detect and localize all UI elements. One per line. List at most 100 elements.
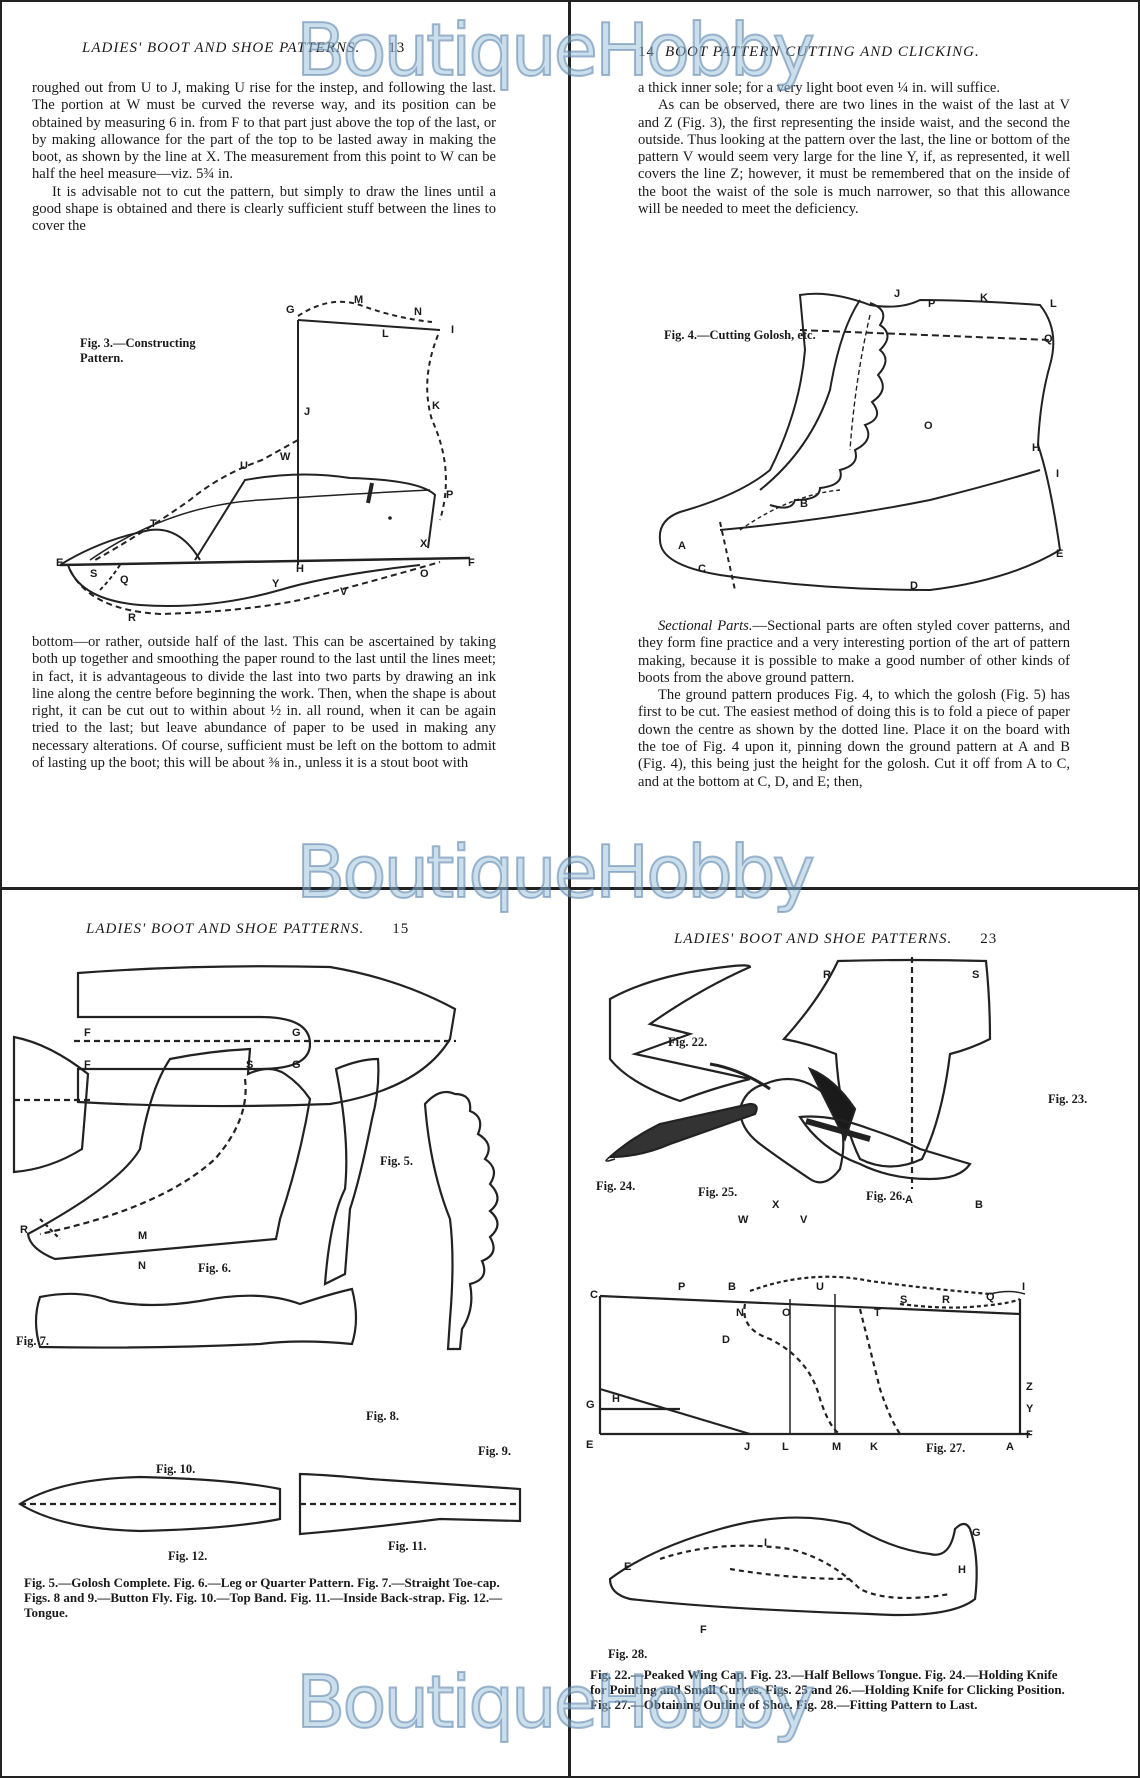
fig27-point-label: Z <box>1026 1381 1033 1393</box>
fig27-point-label: P <box>678 1281 686 1293</box>
fig4-point-label: K <box>980 292 988 304</box>
fig27-point-label: W <box>738 1214 749 1226</box>
paragraph: It is advisable not to cut the pattern, … <box>32 183 496 235</box>
fig5-point-label: F <box>84 1027 91 1039</box>
fig4-point-label: J <box>894 288 901 300</box>
fig3-point-label: Y <box>272 578 280 590</box>
fig4-point-label: H <box>1032 442 1040 454</box>
paragraph: The ground pattern produces Fig. 4, to w… <box>638 687 1070 790</box>
fig28-point-label: H <box>958 1564 966 1576</box>
page-number: 23 <box>980 931 998 947</box>
fig3-point-label: V <box>340 586 348 598</box>
paragraph: bottom—or rather, outside half of the la… <box>32 634 496 772</box>
fig6-point-label: M <box>138 1230 148 1242</box>
page-15: LADIES' BOOT AND SHOE PATTERNS.15 <box>0 889 570 1778</box>
fig6-point-label: R <box>20 1224 28 1236</box>
fig25-label: Fig. 25. <box>698 1185 738 1199</box>
fig5-point-label: G <box>292 1059 301 1071</box>
fig22-label: Fig. 22. <box>668 1035 708 1049</box>
fig9-label: Fig. 9. <box>478 1444 511 1458</box>
fig27-point-label: E <box>586 1439 594 1451</box>
page-number: 13 <box>388 40 406 56</box>
section-title: Sectional Parts. <box>658 618 753 634</box>
fig3-point-label: U <box>240 460 248 472</box>
running-head: LADIES' BOOT AND SHOE PATTERNS. 23 <box>674 931 997 948</box>
page15-figures <box>12 965 522 1536</box>
fig3-point-label: S <box>90 568 98 580</box>
fig3-point-label: L <box>382 328 389 340</box>
fig3-point-label: M <box>354 294 364 306</box>
fig4-point-label: B <box>800 498 808 510</box>
page15-caption: Fig. 5.—Golosh Complete. Fig. 6.—Leg or … <box>24 1575 503 1620</box>
fig27-point-label: J <box>744 1441 751 1453</box>
fig4-caption: Fig. 4.—Cutting Golosh, etc. <box>664 328 816 342</box>
paragraph: As can be observed, there are two lines … <box>638 97 1070 218</box>
fig27-point-label: O <box>782 1307 791 1319</box>
fig4-point-label: I <box>1056 468 1060 480</box>
fig3-point-label: P <box>446 489 454 501</box>
running-head: LADIES' BOOT AND SHOE PATTERNS.15 <box>86 921 409 938</box>
fig4-point-label: Q <box>1044 333 1053 345</box>
fig11-label: Fig. 11. <box>388 1539 427 1553</box>
fig28-point-label: E <box>624 1561 632 1573</box>
fig27-point-label: H <box>612 1393 620 1405</box>
fig23-point-label: R <box>823 969 831 981</box>
fig3-point-label: J <box>304 406 311 418</box>
fig3-point-label: I <box>451 324 455 336</box>
fig27-point-label: Y <box>1026 1403 1034 1415</box>
fig3-point-label: F <box>468 557 475 569</box>
fig26-point-label: A <box>905 1194 913 1206</box>
fig27-point-label: A <box>1006 1441 1014 1453</box>
fig27-point-label: R <box>942 1294 950 1306</box>
fig28-point-label: F <box>700 1624 707 1636</box>
paragraph: Sectional Parts.—Sectional parts are oft… <box>638 618 1070 687</box>
paragraph: a thick inner sole; for a very light boo… <box>638 80 1001 96</box>
fig4-point-label: P <box>928 298 936 310</box>
fig27-point-label: T <box>874 1307 881 1319</box>
fig27-label: Fig. 27. <box>926 1441 966 1455</box>
page23-figures <box>598 957 1030 1617</box>
fig27-point-label: K <box>870 1441 878 1453</box>
fig27-point-label: D <box>722 1334 730 1346</box>
fig27-point-label: M <box>832 1441 842 1453</box>
fig28-point-label: G <box>972 1527 981 1539</box>
fig27-point-label: V <box>800 1214 808 1226</box>
fig3-point-label: Q <box>120 574 129 586</box>
fig4-point-label: E <box>1056 548 1064 560</box>
fig28-point-label: I <box>764 1537 768 1549</box>
fig6-point-label: S <box>246 1059 254 1071</box>
page-13: LADIES' BOOT AND SHOE PATTERNS. 13 roughe… <box>0 0 570 889</box>
paragraph: roughed out from U to J, making U rise f… <box>32 80 496 183</box>
running-head-title: LADIES' BOOT AND SHOE PATTERNS. <box>674 931 953 947</box>
fig5-point-label: G <box>292 1027 301 1039</box>
fig27-point-label: Q <box>986 1291 995 1303</box>
fig27-point-label: S <box>900 1294 908 1306</box>
paragraph-body: —Sectional parts are often styled cover … <box>638 618 1070 686</box>
fig3-diagram <box>59 300 471 616</box>
fig3-point-label: O <box>420 568 429 580</box>
fig27-point-label: N <box>736 1307 744 1319</box>
fig27-point-label: B <box>728 1281 736 1293</box>
running-head-title: LADIES' BOOT AND SHOE PATTERNS. <box>82 40 361 56</box>
running-head-title: LADIES' BOOT AND SHOE PATTERNS. <box>86 921 365 937</box>
fig27-point-label: C <box>590 1289 598 1301</box>
fig27-point-label: U <box>816 1281 824 1293</box>
fig3-point-label: K <box>432 400 440 412</box>
text-block-bottom: Sectional Parts.—Sectional parts are oft… <box>638 618 1070 791</box>
fig23-label: Fig. 23. <box>1048 1092 1088 1106</box>
fig5-point-label: F <box>84 1059 91 1071</box>
fig7-label: Fig. 7. <box>16 1334 49 1348</box>
page-23: LADIES' BOOT AND SHOE PATTERNS. 23 <box>570 889 1140 1778</box>
horizontal-divider <box>0 887 1140 890</box>
fig3-point-label: X <box>420 538 428 550</box>
fig26-label: Fig. 26. <box>866 1189 906 1203</box>
fig4-point-label: C <box>698 563 706 575</box>
fig3-point-label: R <box>128 612 136 624</box>
page23-caption: Fig. 22.—Peaked Wing Cap. Fig. 23.—Half … <box>590 1667 1065 1712</box>
fig27-point-label: G <box>586 1399 595 1411</box>
fig3-point-label: E <box>56 557 64 569</box>
fig27-point-label: F <box>1026 1429 1033 1441</box>
fig6-point-label: N <box>138 1260 146 1272</box>
